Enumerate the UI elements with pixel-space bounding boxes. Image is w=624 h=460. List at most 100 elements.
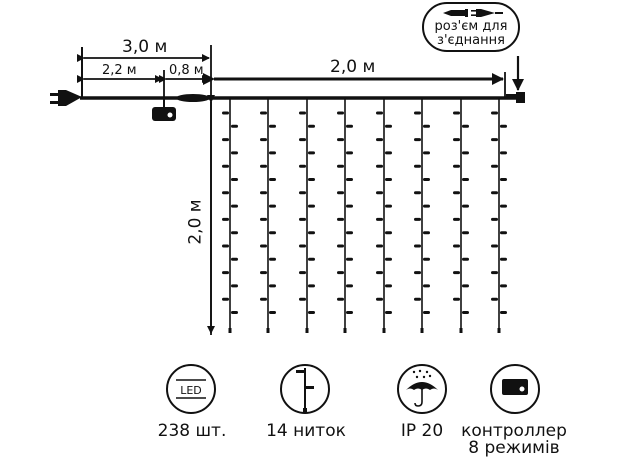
led-bulb — [500, 124, 507, 128]
feature-ip-rating: IP 20 — [400, 421, 444, 441]
controller-box-icon — [152, 98, 176, 121]
led-bulb — [376, 111, 383, 115]
led-bulb — [299, 271, 306, 275]
led-bulb — [491, 271, 498, 275]
led-bulb — [231, 178, 238, 181]
led-bulb — [491, 297, 498, 301]
led-bulb — [385, 284, 392, 288]
led-bulb — [376, 271, 383, 275]
led-bulb — [414, 111, 421, 115]
led-bulb — [385, 124, 392, 128]
controller-feature-icon — [490, 364, 540, 414]
led-bulb — [260, 217, 267, 221]
led-bulb — [453, 138, 460, 142]
led-bulb — [500, 178, 507, 181]
led-bulb — [462, 231, 469, 235]
led-bulb — [231, 257, 238, 261]
feature-led-count: 238 шт. — [157, 421, 227, 441]
led-bulb — [385, 178, 392, 181]
led-bulb — [453, 297, 460, 301]
led-bulb — [376, 191, 383, 195]
led-bulb — [453, 191, 460, 195]
feature-controller: контроллер 8 режимів — [444, 423, 584, 457]
led-bulb — [269, 231, 276, 235]
dim-controller-to-curtain-label: 0,8 м — [169, 63, 204, 78]
led-bulb — [376, 297, 383, 301]
dim-lead-to-controller-label: 2,2 м — [102, 63, 137, 78]
plug-connector-icon — [443, 9, 503, 17]
led-bulb — [269, 178, 276, 181]
led-bulb — [346, 178, 353, 181]
led-bulb — [231, 231, 238, 235]
led-bulb — [346, 311, 353, 314]
led-bulb — [500, 257, 507, 261]
led-bulb — [308, 311, 315, 314]
connector-callout: роз'єм для з'єднання — [422, 2, 520, 52]
led-bulb — [376, 217, 383, 221]
led-bulb — [222, 271, 229, 275]
led-bulb — [337, 244, 344, 248]
led-bulb — [423, 124, 430, 128]
led-bulb — [414, 217, 421, 221]
led-bulb — [423, 231, 430, 235]
led-bulb — [462, 151, 469, 155]
led-bulb — [500, 284, 507, 288]
led-bulb — [308, 178, 315, 181]
led-bulb — [337, 111, 344, 115]
led-bulb — [269, 284, 276, 288]
led-bulb — [414, 244, 421, 248]
led-bulb — [231, 151, 238, 155]
led-bulb — [414, 138, 421, 142]
led-bulb — [414, 164, 421, 168]
led-bulb — [385, 257, 392, 261]
led-bulb — [462, 311, 469, 314]
led-bulb — [337, 138, 344, 142]
led-bulb — [260, 138, 267, 142]
led-bulb — [376, 244, 383, 248]
led-bulb — [385, 311, 392, 314]
led-bulb — [308, 151, 315, 155]
led-bulb — [491, 138, 498, 142]
led-bulb — [299, 297, 306, 301]
led-bulb — [222, 297, 229, 301]
led-bulb — [308, 257, 315, 261]
led-bulb — [260, 111, 267, 115]
power-plug-icon — [50, 90, 82, 106]
led-bulb — [453, 111, 460, 115]
led-bulb — [260, 164, 267, 168]
led-bulb — [500, 151, 507, 155]
led-bulb — [423, 311, 430, 314]
led-bulb — [414, 297, 421, 301]
led-bulb — [231, 284, 238, 288]
led-bulb — [346, 257, 353, 261]
feature-controller-line2: 8 режимів — [468, 438, 560, 458]
led-bulb — [491, 217, 498, 221]
led-bulb — [423, 151, 430, 155]
led-bulb — [269, 151, 276, 155]
led-bulb — [423, 178, 430, 181]
led-bulb — [222, 138, 229, 142]
led-bulb — [453, 271, 460, 275]
led-bulb — [491, 111, 498, 115]
dim-curtain-height-label: 2,0 м — [185, 199, 206, 245]
led-bulb — [337, 191, 344, 195]
led-bulb — [299, 244, 306, 248]
connector-callout-line1: роз'єм для — [434, 19, 508, 34]
led-bulb — [491, 164, 498, 168]
led-bulb — [222, 164, 229, 168]
led-bulb — [500, 311, 507, 314]
led-bulb — [462, 124, 469, 128]
led-bulb — [346, 231, 353, 235]
strand-feature-icon — [280, 364, 330, 414]
led-bulb — [222, 191, 229, 195]
led-bulb — [231, 204, 238, 208]
svg-text:LED: LED — [180, 384, 202, 397]
curtain-strands — [222, 98, 507, 333]
connector-callout-line2: з'єднання — [437, 33, 505, 48]
led-bulb — [269, 257, 276, 261]
led-bulb — [299, 138, 306, 142]
umbrella-rain-icon — [397, 364, 447, 414]
led-bulb — [308, 204, 315, 208]
led-bulb — [346, 124, 353, 128]
